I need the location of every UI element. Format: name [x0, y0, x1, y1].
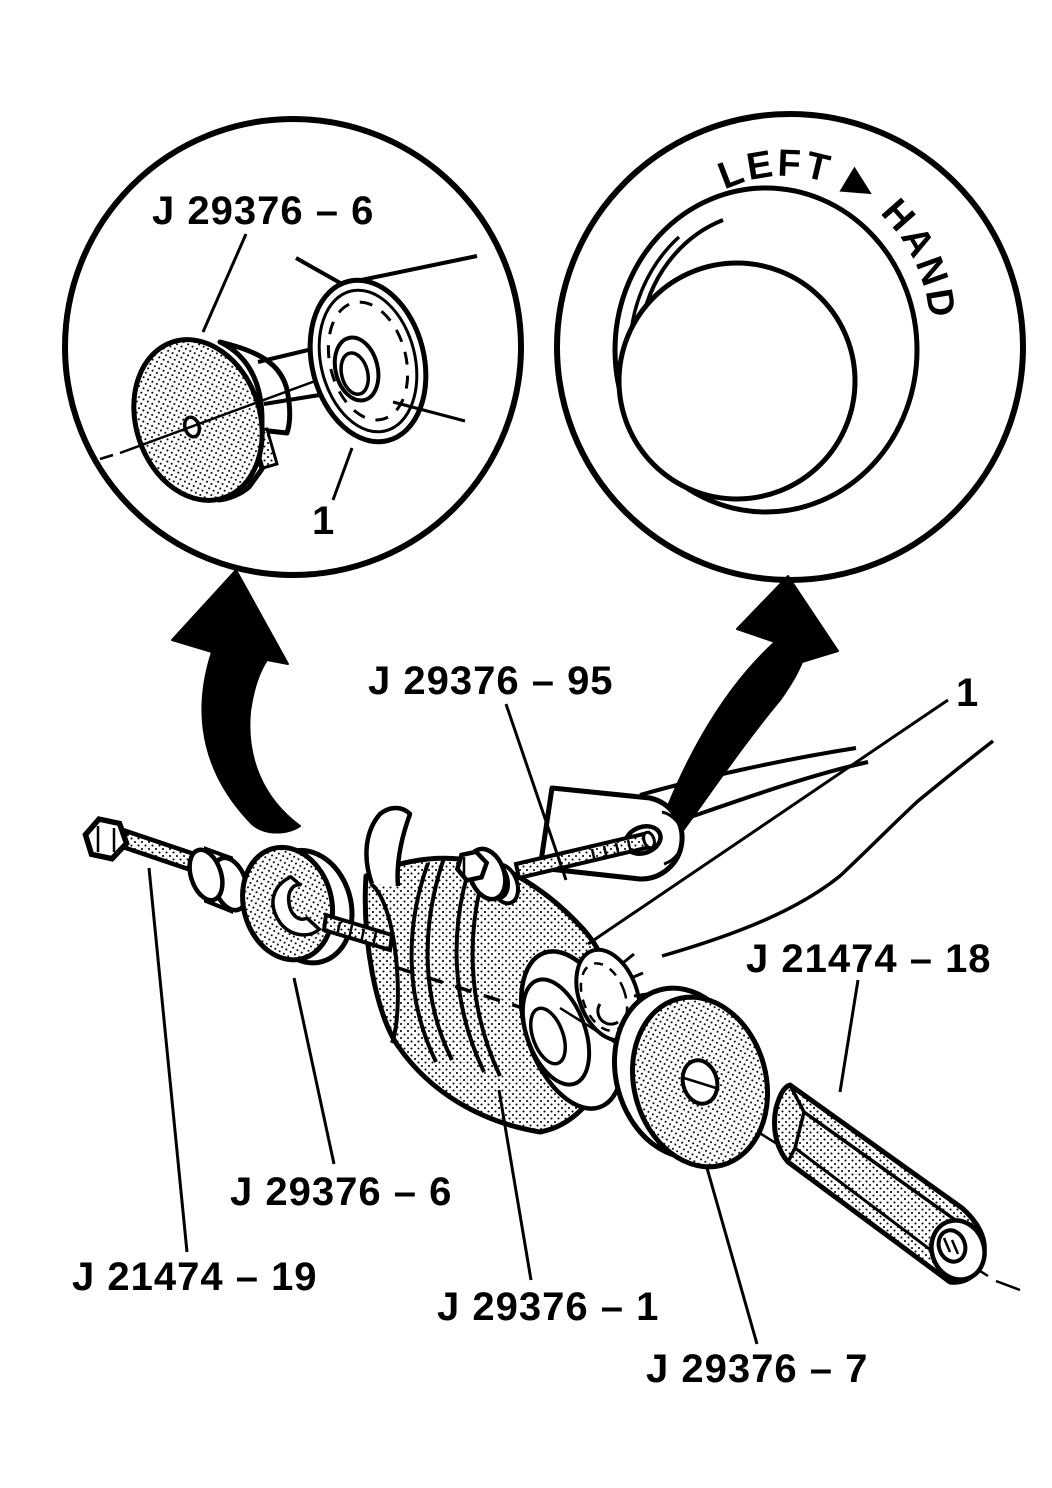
- centerline: [119, 378, 319, 455]
- thread-tick: [335, 921, 342, 937]
- callout-bubble-right: LEFT ▶ HAND: [554, 111, 1026, 583]
- left-face-edge: [369, 882, 400, 1044]
- leader-line-item: [392, 400, 466, 423]
- end-plate-disc: [611, 985, 771, 1170]
- housing-strap-line: [675, 760, 869, 824]
- curved-arrow-left-icon: [171, 569, 301, 834]
- washer-dashed-ring: [326, 300, 410, 422]
- leader-line: [497, 1089, 533, 1281]
- hex-edge-line: [794, 1146, 953, 1268]
- bolt-tip: [642, 830, 656, 850]
- spacer-tube: [772, 1082, 987, 1285]
- callout-left-part-label: J 29376 – 6: [152, 189, 374, 233]
- thread-tick: [371, 931, 378, 947]
- bearing-washer-illustration: [307, 277, 429, 445]
- bearing-tick: [630, 971, 644, 980]
- cup-bore-deep: [529, 1006, 567, 1066]
- thread-tick: [347, 924, 354, 940]
- callout-left-item-label: 1: [312, 499, 335, 543]
- spacer-tube-label: J 21474 – 18: [746, 937, 992, 981]
- callout-bubble-left: J 29376 – 6 1: [62, 116, 524, 578]
- leader-line: [705, 1167, 759, 1345]
- bearing-inner-race: [596, 1003, 619, 1026]
- rib-line: [454, 859, 486, 1073]
- leader-line-part: [201, 233, 248, 333]
- centerline-dash: [995, 1279, 1021, 1292]
- end-plate-label: J 29376 – 7: [646, 1347, 868, 1391]
- centerline: [683, 1076, 717, 1090]
- main-labels: J 29376 – 95 1 J 21474 – 18 J 29376 – 6 …: [72, 659, 992, 1391]
- rib-line: [425, 857, 454, 1061]
- item-ref-label: 1: [956, 671, 979, 715]
- spacer-washer: [187, 847, 225, 903]
- leader-line-item: [331, 447, 354, 501]
- bracket-prong: [364, 805, 413, 887]
- threaded-rod: [321, 912, 395, 953]
- hex-end-facets: [786, 1084, 806, 1163]
- thread-tick: [942, 1237, 952, 1253]
- tool-body-label: J 29376 – 1: [437, 1285, 659, 1329]
- tool-body: [362, 805, 648, 1135]
- axle-housing-lines: [639, 739, 995, 958]
- rib-line: [409, 862, 438, 1063]
- thread-tick: [359, 928, 366, 944]
- leader-line: [838, 979, 860, 1093]
- callout-circle: [62, 116, 524, 578]
- pilot-bolt-label: J 21474 – 19: [72, 1255, 318, 1299]
- thread-tick: [590, 848, 597, 863]
- pilot-bolt-head-hex: [82, 816, 130, 862]
- housing-sweep-line: [661, 739, 995, 958]
- leader-line: [587, 698, 949, 946]
- center-bolt-label: J 29376 – 95: [368, 659, 614, 703]
- hex-edge-line: [802, 1110, 974, 1234]
- thread-tick: [950, 1239, 960, 1255]
- leader-line: [147, 867, 189, 1253]
- leader-line: [504, 703, 568, 881]
- disc-c-slot: [271, 875, 322, 937]
- bearing-dome-face: [616, 260, 858, 502]
- slotted-disc: [240, 844, 355, 966]
- washer-bore-inner: [339, 351, 371, 396]
- bearing-tick: [623, 952, 635, 964]
- bracket-end-contour: [661, 810, 685, 866]
- thread-tick: [602, 845, 609, 860]
- center-bolt: [454, 830, 656, 906]
- thread-tick: [626, 839, 633, 854]
- housing-strap-line: [639, 746, 857, 797]
- seated-bearing-dashed: [579, 962, 629, 1032]
- centerline-dash: [99, 453, 114, 461]
- slotted-disc-label: J 29376 – 6: [230, 1170, 452, 1214]
- cup-plug-disc-illustration: [131, 337, 293, 503]
- thread-tick: [614, 842, 621, 857]
- leader-line: [292, 977, 336, 1165]
- washer-bevel-ring: [317, 288, 419, 434]
